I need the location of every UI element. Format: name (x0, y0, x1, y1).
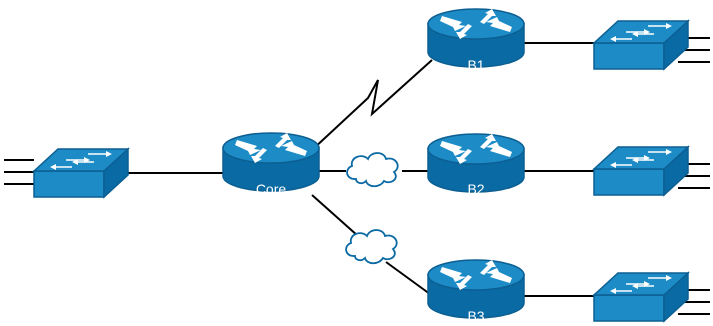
link-core-to-b1-serial (311, 59, 433, 151)
wan-cloud-b3 (345, 229, 398, 265)
link-core-to-cloud-b3 (311, 194, 359, 237)
router-label-core: Core (256, 181, 287, 197)
switch-icon (593, 272, 689, 322)
link-cloud-to-b3 (385, 261, 435, 298)
switch-icon (593, 146, 689, 196)
router-core: Core (222, 132, 320, 197)
router-label-b2: B2 (467, 181, 484, 197)
router-label-b1: B1 (467, 57, 484, 73)
router-label-b3: B3 (467, 308, 484, 324)
router-b3: B3 (427, 259, 525, 324)
router-b2: B2 (427, 133, 525, 197)
router-b1: B1 (427, 8, 525, 73)
switch-icon (33, 148, 129, 198)
links (4, 37, 710, 315)
switch-icon (593, 20, 689, 70)
wan-cloud-b2 (346, 152, 399, 188)
